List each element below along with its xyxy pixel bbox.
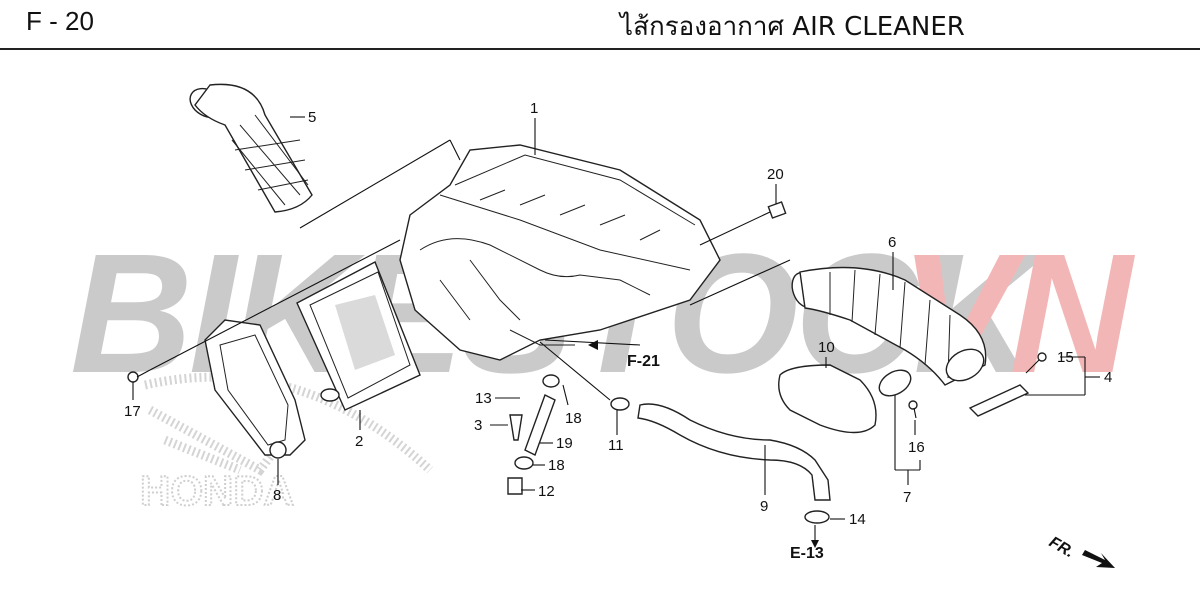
ref-e13: E-13	[790, 545, 824, 562]
part-3-plug	[509, 414, 523, 441]
part-labels: 5 1 20 6 10 15 4 16 7 9 14 11 13 3 18 19…	[124, 100, 1112, 528]
part-4-bracket	[968, 384, 1030, 417]
label-part-2: 2	[355, 433, 363, 450]
label-part-14: 14	[849, 511, 866, 528]
small-parts	[320, 374, 830, 524]
label-part-7: 7	[903, 489, 911, 506]
part-14-clamp	[804, 510, 830, 524]
part-6-connecting-tube	[791, 266, 987, 386]
label-part-18-lower: 18	[548, 457, 565, 474]
arrow-e13	[811, 540, 819, 548]
part-19-tube	[524, 394, 556, 456]
front-arrow-icon	[1082, 550, 1115, 568]
diagram-title: ไส้กรองอากาศ AIR CLEANER	[620, 12, 965, 42]
header-divider	[0, 48, 1200, 50]
label-part-17: 17	[124, 403, 141, 420]
part-11-clip	[610, 397, 630, 411]
part-15-bolt	[1025, 352, 1047, 374]
part-7-clamp	[878, 369, 912, 397]
ref-f21: F-21	[627, 353, 660, 370]
label-part-16: 16	[908, 439, 925, 456]
label-part-19: 19	[556, 435, 573, 452]
label-part-1: 1	[530, 100, 538, 117]
label-part-13: 13	[475, 390, 492, 407]
part-2-filter-element	[296, 261, 421, 411]
label-part-20: 20	[767, 166, 784, 183]
label-part-6: 6	[888, 234, 896, 251]
honda-wing-logo	[144, 372, 434, 476]
ref-front: FR.	[1046, 534, 1077, 562]
label-part-9: 9	[760, 498, 768, 515]
part-16-screw	[908, 400, 918, 419]
leader-lines	[132, 116, 1100, 540]
label-part-12: 12	[538, 483, 555, 500]
part-18-clip-lower	[514, 456, 534, 470]
part-9-drain-hose	[637, 403, 831, 501]
part-18-clip-upper	[542, 374, 560, 388]
label-part-18-upper: 18	[565, 410, 582, 427]
part-5-intake-duct	[189, 83, 313, 213]
label-part-8: 8	[273, 487, 281, 504]
part-10-boot	[778, 364, 877, 434]
label-part-4: 4	[1104, 369, 1112, 386]
part-1-housing	[399, 144, 721, 361]
honda-logo-text: HONDA	[140, 467, 294, 514]
label-part-11: 11	[608, 437, 624, 454]
page-header: F - 20 ไส้กรองอากาศ AIR CLEANER	[0, 0, 1200, 50]
part-13-clip	[320, 388, 340, 402]
part-20-bolt	[767, 201, 787, 219]
part-8-cover	[204, 319, 306, 459]
label-part-15: 15	[1057, 349, 1074, 366]
label-part-3: 3	[474, 417, 482, 434]
label-part-5: 5	[308, 109, 316, 126]
label-part-10: 10	[818, 339, 835, 356]
diagram-code: F - 20	[26, 6, 94, 36]
part-12-plug	[507, 477, 523, 495]
arrow-f21	[588, 340, 598, 350]
